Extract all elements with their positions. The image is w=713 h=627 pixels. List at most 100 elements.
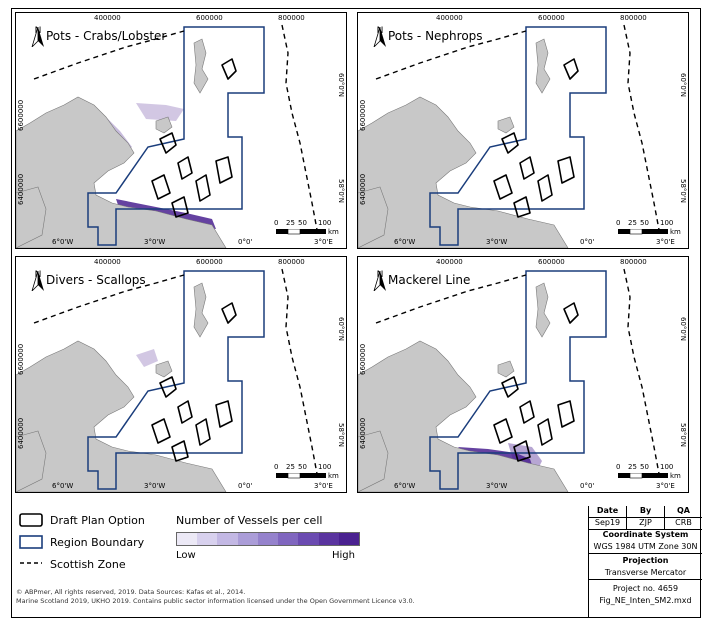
draft-plan-option [221,58,237,80]
scale-unit: km [328,228,339,236]
longitude-label: 3°0'W [144,238,166,246]
northing-label: 6400000 [359,417,367,449]
easting-label: 800000 [620,258,647,266]
easting-label: 400000 [94,14,121,22]
scottish-zone-line [375,30,527,80]
region-boundary [429,270,607,490]
map-panel-4: NMackerel Line4000006000008000006°0'W3°0… [357,256,689,493]
northing-label: 6400000 [359,173,367,205]
northing-label: 6600000 [359,343,367,375]
scale-label: 50 [640,219,649,227]
land [358,340,569,492]
draft-plan-option [177,400,193,424]
qa-header: QA [665,506,702,518]
draft-plan-option [537,418,553,446]
longitude-label: 3°0'W [144,482,166,490]
draft-plan-option [151,174,171,200]
land [16,96,227,248]
draft-plan-option [171,440,189,462]
northing-label: 6600000 [17,99,25,131]
draft-plan-option [195,418,211,446]
scottish-zone-line [33,30,185,80]
draft-plan-option [215,156,233,184]
draft-plan-option [171,196,189,218]
region-boundary [429,26,607,246]
north-arrow: N [372,27,388,57]
land [358,186,389,248]
north-arrow-icon [373,271,386,291]
legend-vessels-title: Number of Vessels per cell [176,514,323,527]
easting-label: 800000 [620,14,647,22]
scale-label: 100 [318,219,332,227]
scale-label: 25 [628,463,637,471]
draft-plan-option [537,174,553,202]
scale-unit: km [670,472,681,480]
scale-label: 100 [318,463,332,471]
latitude-label: 58°0'N [679,423,687,448]
proj-header: Projection [622,556,669,565]
region-boundary [87,26,265,246]
by-header: By [627,506,665,518]
north-arrow: N [30,27,46,57]
date-header: Date [589,506,627,518]
legend-low: Low [176,550,196,561]
vessel-density-area [136,103,184,121]
ramp-swatch [318,533,339,545]
draft-plan-option [513,196,531,218]
scale-label: 0 [616,463,621,471]
ramp-swatch [197,533,218,545]
map-panel-1: NPots - Crabs/Lobster4000006000008000006… [15,12,347,249]
map-panel-3: NDivers - Scallops4000006000008000006°0'… [15,256,347,493]
map-panel-2: NPots - Nephrops4000006000008000006°0'W3… [357,12,689,249]
scale-unit: km [670,228,681,236]
easting-label: 800000 [278,14,305,22]
north-arrow: N [30,271,46,301]
scale-label: 50 [298,463,307,471]
north-arrow: N [372,271,388,301]
draft-plan-option [557,156,575,184]
land [497,360,515,378]
draft-plan-option [215,400,233,428]
map-canvas [358,13,688,248]
map-canvas [16,257,346,492]
easting-label: 400000 [436,14,463,22]
project-number: Project no. 4659 [612,584,679,593]
scale-label: 0 [274,219,279,227]
latitude-label: 58°0'N [679,179,687,204]
ramp-swatch [298,533,319,545]
land [155,116,173,134]
ramp-swatch [278,533,299,545]
draft-plan-option [563,58,579,80]
scale-label: 50 [298,219,307,227]
draft-plan-option [557,400,575,428]
credits-line-1: © ABPmer, All rights reserved, 2019. Dat… [16,588,246,596]
vessel-color-ramp [176,532,360,546]
scale-label: 25 [286,219,295,227]
draft-plan-option [501,132,519,154]
easting-label: 400000 [436,258,463,266]
land [193,282,209,338]
scale-label: 100 [660,463,674,471]
scale-label: 0 [616,219,621,227]
draft-plan-option [221,302,237,324]
land [16,186,47,248]
latitude-label: 60°0'N [679,73,687,98]
longitude-label: 6°0'W [394,482,416,490]
longitude-label: 3°0'W [486,482,508,490]
longitude-label: 3°0'E [656,482,675,490]
northing-label: 6600000 [359,99,367,131]
ramp-swatch [338,533,359,545]
legend-scottish-zone: Scottish Zone [50,558,126,571]
latitude-label: 60°0'N [337,317,345,342]
ramp-swatch [217,533,238,545]
draft-plan-option [501,376,519,398]
draft-plan-option [519,400,535,424]
latitude-label: 58°0'N [337,179,345,204]
longitude-label: 3°0'E [314,482,333,490]
land [535,282,551,338]
draft-plan-option [159,132,177,154]
land [155,360,173,378]
panel-title: Pots - Crabs/Lobster [46,29,167,43]
ramp-swatch [237,533,258,545]
longitude-label: 0°0' [238,238,253,246]
